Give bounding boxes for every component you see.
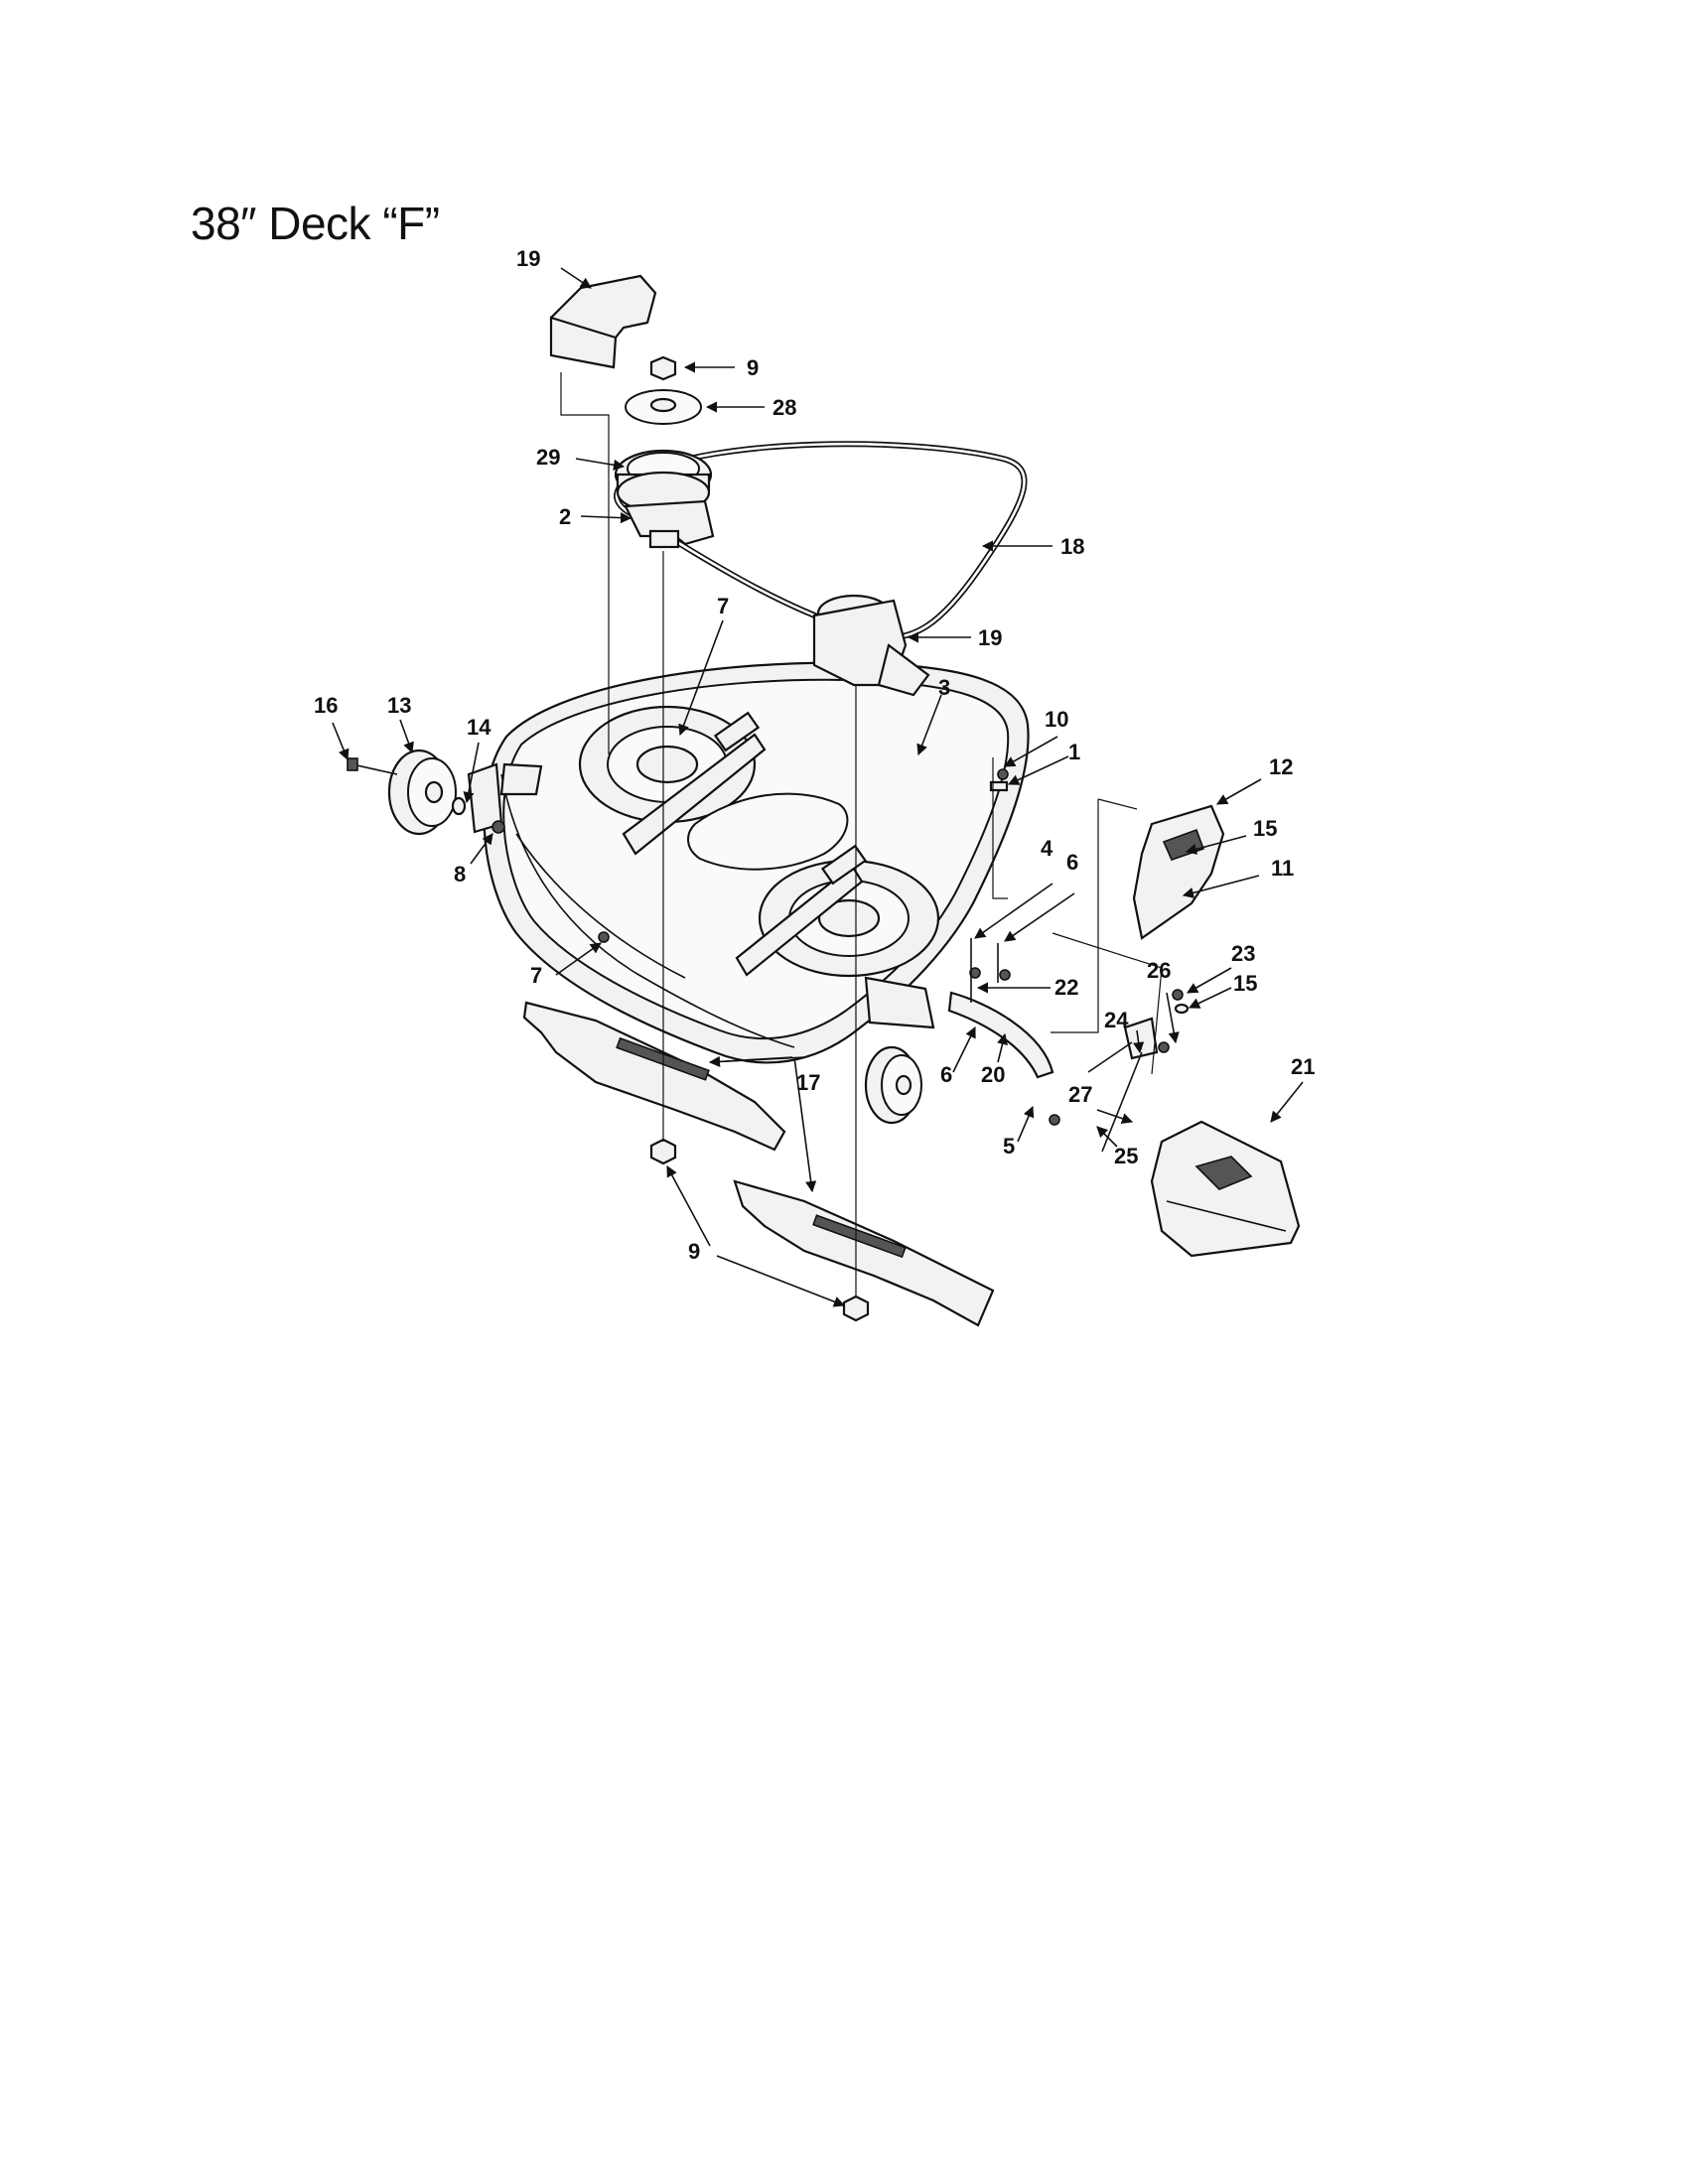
callout-5: 5	[1003, 1134, 1015, 1159]
deck-shell	[483, 661, 1054, 1079]
callout-23: 23	[1231, 941, 1255, 966]
callout-27: 27	[1068, 1082, 1092, 1107]
callout-28: 28	[772, 395, 796, 420]
callout-15-upper: 15	[1253, 816, 1277, 841]
callout-4: 4	[1041, 836, 1053, 861]
callout-20: 20	[981, 1062, 1005, 1087]
lock-nut	[491, 820, 505, 834]
belt-guard-right	[812, 594, 930, 697]
callout-10: 10	[1045, 707, 1068, 732]
callout-12: 12	[1269, 754, 1293, 779]
discharge-chute	[1150, 1120, 1301, 1258]
callout-9-bottom: 9	[688, 1239, 700, 1264]
callout-11: 11	[1271, 856, 1294, 881]
callout-3: 3	[938, 675, 950, 700]
shoulder-bolt	[347, 757, 398, 775]
spindle-housing	[624, 499, 715, 549]
callout-8: 8	[454, 862, 466, 887]
callout-19-top: 19	[516, 246, 540, 271]
callout-6-upper: 6	[1066, 850, 1078, 875]
belt-guard-left	[549, 274, 657, 369]
callout-leaders	[332, 267, 1304, 1307]
hex-nut-top	[649, 355, 677, 381]
callout-25: 25	[1114, 1144, 1138, 1168]
callout-22: 22	[1054, 975, 1078, 1000]
blade-nut-left	[649, 1138, 677, 1165]
callout-labels: 19 9 28 29 2 18 7 19 3 16 13 14 10 1 12 …	[314, 246, 1315, 1264]
callout-13: 13	[387, 693, 411, 718]
blade-right	[733, 1179, 995, 1327]
callout-9-top: 9	[747, 355, 759, 380]
callout-7-lower: 7	[530, 963, 542, 988]
callout-17: 17	[796, 1070, 820, 1095]
alignment-lines	[560, 372, 1163, 1297]
gauge-wheel-left	[387, 749, 457, 836]
diagram-title: 38″ Deck “F”	[191, 198, 440, 249]
mulch-plate	[1132, 804, 1225, 940]
callout-19-right: 19	[978, 625, 1002, 650]
gauge-wheel-right	[864, 1045, 922, 1125]
callout-18: 18	[1060, 534, 1084, 559]
hardware	[598, 768, 1190, 1153]
callout-21: 21	[1291, 1054, 1315, 1079]
callout-26: 26	[1147, 958, 1171, 983]
callout-7-top: 7	[717, 594, 729, 618]
callout-15-lower: 15	[1233, 971, 1257, 996]
callout-24: 24	[1104, 1008, 1129, 1032]
callout-2: 2	[559, 504, 571, 529]
callout-14: 14	[467, 715, 491, 740]
callout-16: 16	[314, 693, 338, 718]
blade-nut-right	[842, 1295, 870, 1322]
callout-6-lower: 6	[940, 1062, 952, 1087]
callout-29: 29	[536, 445, 560, 470]
callout-1: 1	[1068, 740, 1080, 764]
